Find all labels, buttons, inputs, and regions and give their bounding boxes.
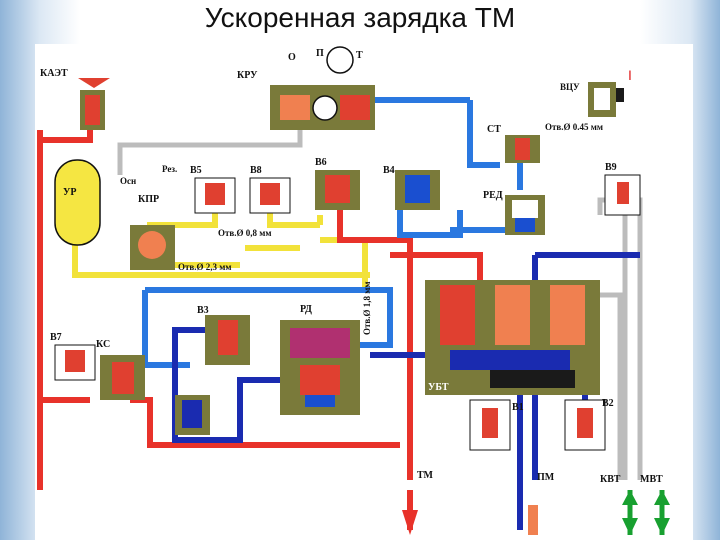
label-otv-045: Отв.Ø 0.45 мм <box>545 122 603 132</box>
label-kru-o: О <box>288 52 296 63</box>
red-valve: РЕД <box>483 190 545 235</box>
slide-title: Ускоренная зарядка ТМ <box>204 2 516 33</box>
lower-left-valve <box>175 395 210 435</box>
v7-valve: В7 <box>50 332 96 381</box>
st-valve: СТ Отв.Ø 0.45 мм <box>487 122 603 163</box>
v4-valve: В4 <box>383 165 440 210</box>
label-vtsu: ВЦУ <box>560 82 580 92</box>
label-ur: УР <box>63 187 76 198</box>
label-vtsu-mark: I <box>628 67 632 83</box>
kvt-outlet: КВТ <box>600 474 638 535</box>
label-kpr: КПР <box>138 194 159 205</box>
label-rd: РД <box>300 304 312 315</box>
label-v9: В9 <box>605 162 617 173</box>
label-v3: В3 <box>197 305 209 316</box>
label-v7: В7 <box>50 332 62 343</box>
label-v8: В8 <box>250 165 262 176</box>
label-v1: В1 <box>512 402 524 413</box>
label-rez: Рез. <box>162 164 177 174</box>
label-v6: В6 <box>315 157 327 168</box>
label-otv-18: Отв.Ø 1,8 мм <box>362 281 372 335</box>
mvt-outlet: МВТ <box>640 474 670 535</box>
label-tm: ТМ <box>417 470 434 481</box>
label-kru: КРУ <box>237 70 258 81</box>
label-ks: КС <box>96 339 110 350</box>
label-kru-t: Т <box>356 50 363 61</box>
yellow-pipes <box>72 210 370 290</box>
label-pm: ПМ <box>537 472 555 483</box>
label-kru-p: П <box>316 48 324 59</box>
v8-valve: В8 <box>249 165 291 214</box>
ks-valve: КС <box>96 339 145 400</box>
v2-valve: В2 <box>564 398 614 451</box>
label-st: СТ <box>487 124 501 135</box>
label-mvt: МВТ <box>640 474 663 485</box>
v3-valve: В3 <box>197 305 250 365</box>
ubt-block: УБТ <box>425 280 600 395</box>
label-red: РЕД <box>483 190 503 201</box>
v1-valve: В1 <box>469 399 524 451</box>
label-ubt: УБТ <box>428 382 449 393</box>
v5-valve: В5 <box>190 165 236 214</box>
label-otv-23: Отв.Ø 2,3 мм <box>178 262 232 272</box>
tm-outlet: ТМ <box>402 470 434 535</box>
label-osn: Осн <box>120 176 136 186</box>
ur-reservoir: УР <box>54 159 101 246</box>
label-v2: В2 <box>602 398 614 409</box>
kaet-valve: КАЭТ <box>40 68 110 130</box>
rd-block: РД <box>280 304 360 415</box>
label-otv-08: Отв.Ø 0,8 мм <box>218 228 272 238</box>
pm-outlet: ПМ <box>517 472 555 535</box>
label-v5: В5 <box>190 165 202 176</box>
v9-valve: В9 <box>604 162 641 216</box>
label-v4: В4 <box>383 165 395 176</box>
label-kaet: КАЭТ <box>40 68 68 79</box>
kpr-block: Осн Рез. КПР <box>120 164 177 270</box>
kru-block: КРУ О П Т <box>237 46 375 130</box>
label-kvt: КВТ <box>600 474 621 485</box>
vtsu-valve: ВЦУ I <box>560 67 632 117</box>
v6-valve: В6 <box>315 157 360 210</box>
